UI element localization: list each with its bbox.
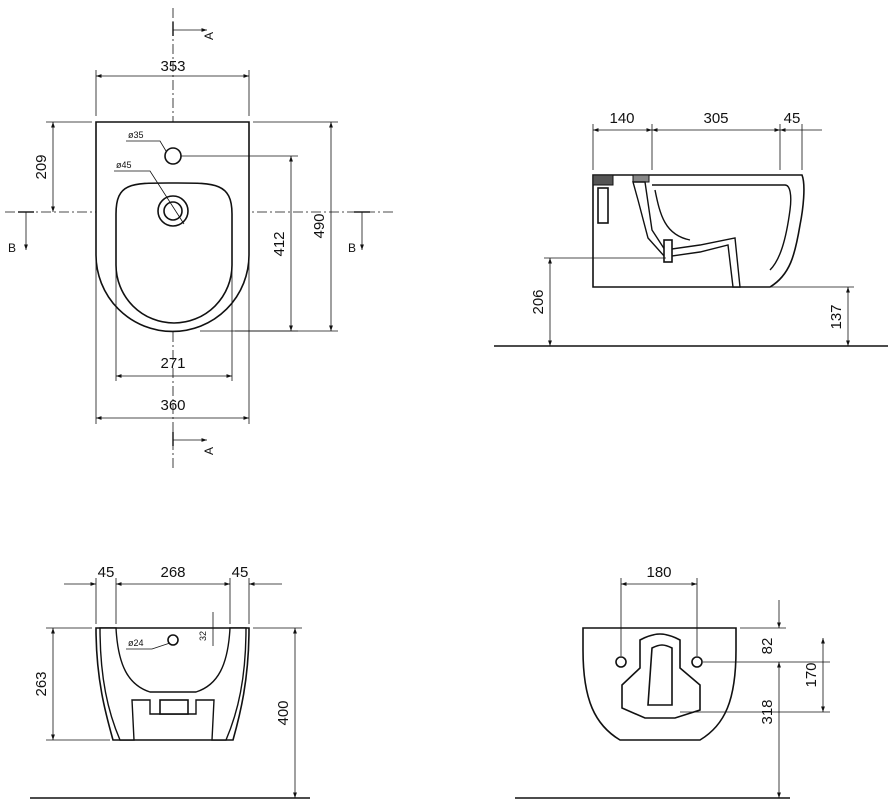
top-view: A A B B 353	[5, 8, 395, 470]
dia-35-label: ø35	[128, 130, 144, 140]
section-b-label: B	[348, 241, 356, 255]
tap-hole	[164, 147, 182, 165]
side-view: 140 305 45 206 137	[494, 110, 888, 347]
dim-360-label: 360	[160, 397, 185, 414]
dim-140-label: 140	[609, 110, 634, 127]
drain-inner	[163, 201, 183, 221]
dim-412-label: 412	[271, 231, 288, 256]
overflow-block	[632, 174, 650, 183]
section-a-top-marker: A	[172, 22, 216, 40]
dim-209-label: 209	[33, 154, 50, 179]
section-a-label: A	[202, 32, 216, 40]
fixing-hole-right	[691, 656, 703, 668]
section-a-bottom-marker: A	[172, 432, 216, 455]
front-section: 45 268 45 ø24 32 263 400	[30, 564, 310, 799]
rear-inner-panel	[647, 644, 673, 706]
bowl-rim-curve	[652, 184, 792, 271]
section-a-label: A	[202, 447, 216, 455]
dim-170-label: 170	[803, 662, 820, 687]
dim-82-label: 82	[759, 638, 776, 655]
dim-206-label: 206	[530, 289, 547, 314]
dia-24-label: ø24	[128, 638, 144, 648]
fixing-hole-left	[615, 656, 627, 668]
inner-bowl	[115, 182, 233, 324]
front-silhouette	[95, 627, 250, 741]
fixing-block	[592, 174, 614, 186]
dim-490-label: 490	[311, 213, 328, 238]
front-tap-hole	[167, 634, 179, 646]
dim-400-label: 400	[275, 700, 292, 725]
dim-32-label: 32	[198, 631, 208, 641]
dia-45-label: ø45	[116, 160, 132, 170]
front-drain	[159, 699, 189, 715]
section-b-right-marker: B	[348, 211, 370, 255]
dim-45-label: 45	[784, 110, 801, 127]
dim-353-label: 353	[160, 58, 185, 75]
dim-180-label: 180	[646, 564, 671, 581]
dim-45-right-label: 45	[232, 564, 249, 581]
inner-wall-section	[632, 181, 741, 288]
drain-pipe	[663, 239, 673, 263]
bowl-inner-curve	[654, 189, 691, 241]
dim-305-label: 305	[703, 110, 728, 127]
rear-view: 180 82 318 170	[515, 564, 830, 799]
rear-bracket	[597, 187, 609, 224]
section-b-left-marker: B	[8, 211, 34, 255]
section-b-label: B	[8, 241, 16, 255]
front-wall-section	[99, 627, 247, 741]
dim-263-label: 263	[33, 671, 50, 696]
dim-271-label: 271	[160, 355, 185, 372]
dim-268-label: 268	[160, 564, 185, 581]
side-silhouette	[592, 174, 805, 288]
dim-45-left-label: 45	[98, 564, 115, 581]
dim-137-label: 137	[828, 304, 845, 329]
